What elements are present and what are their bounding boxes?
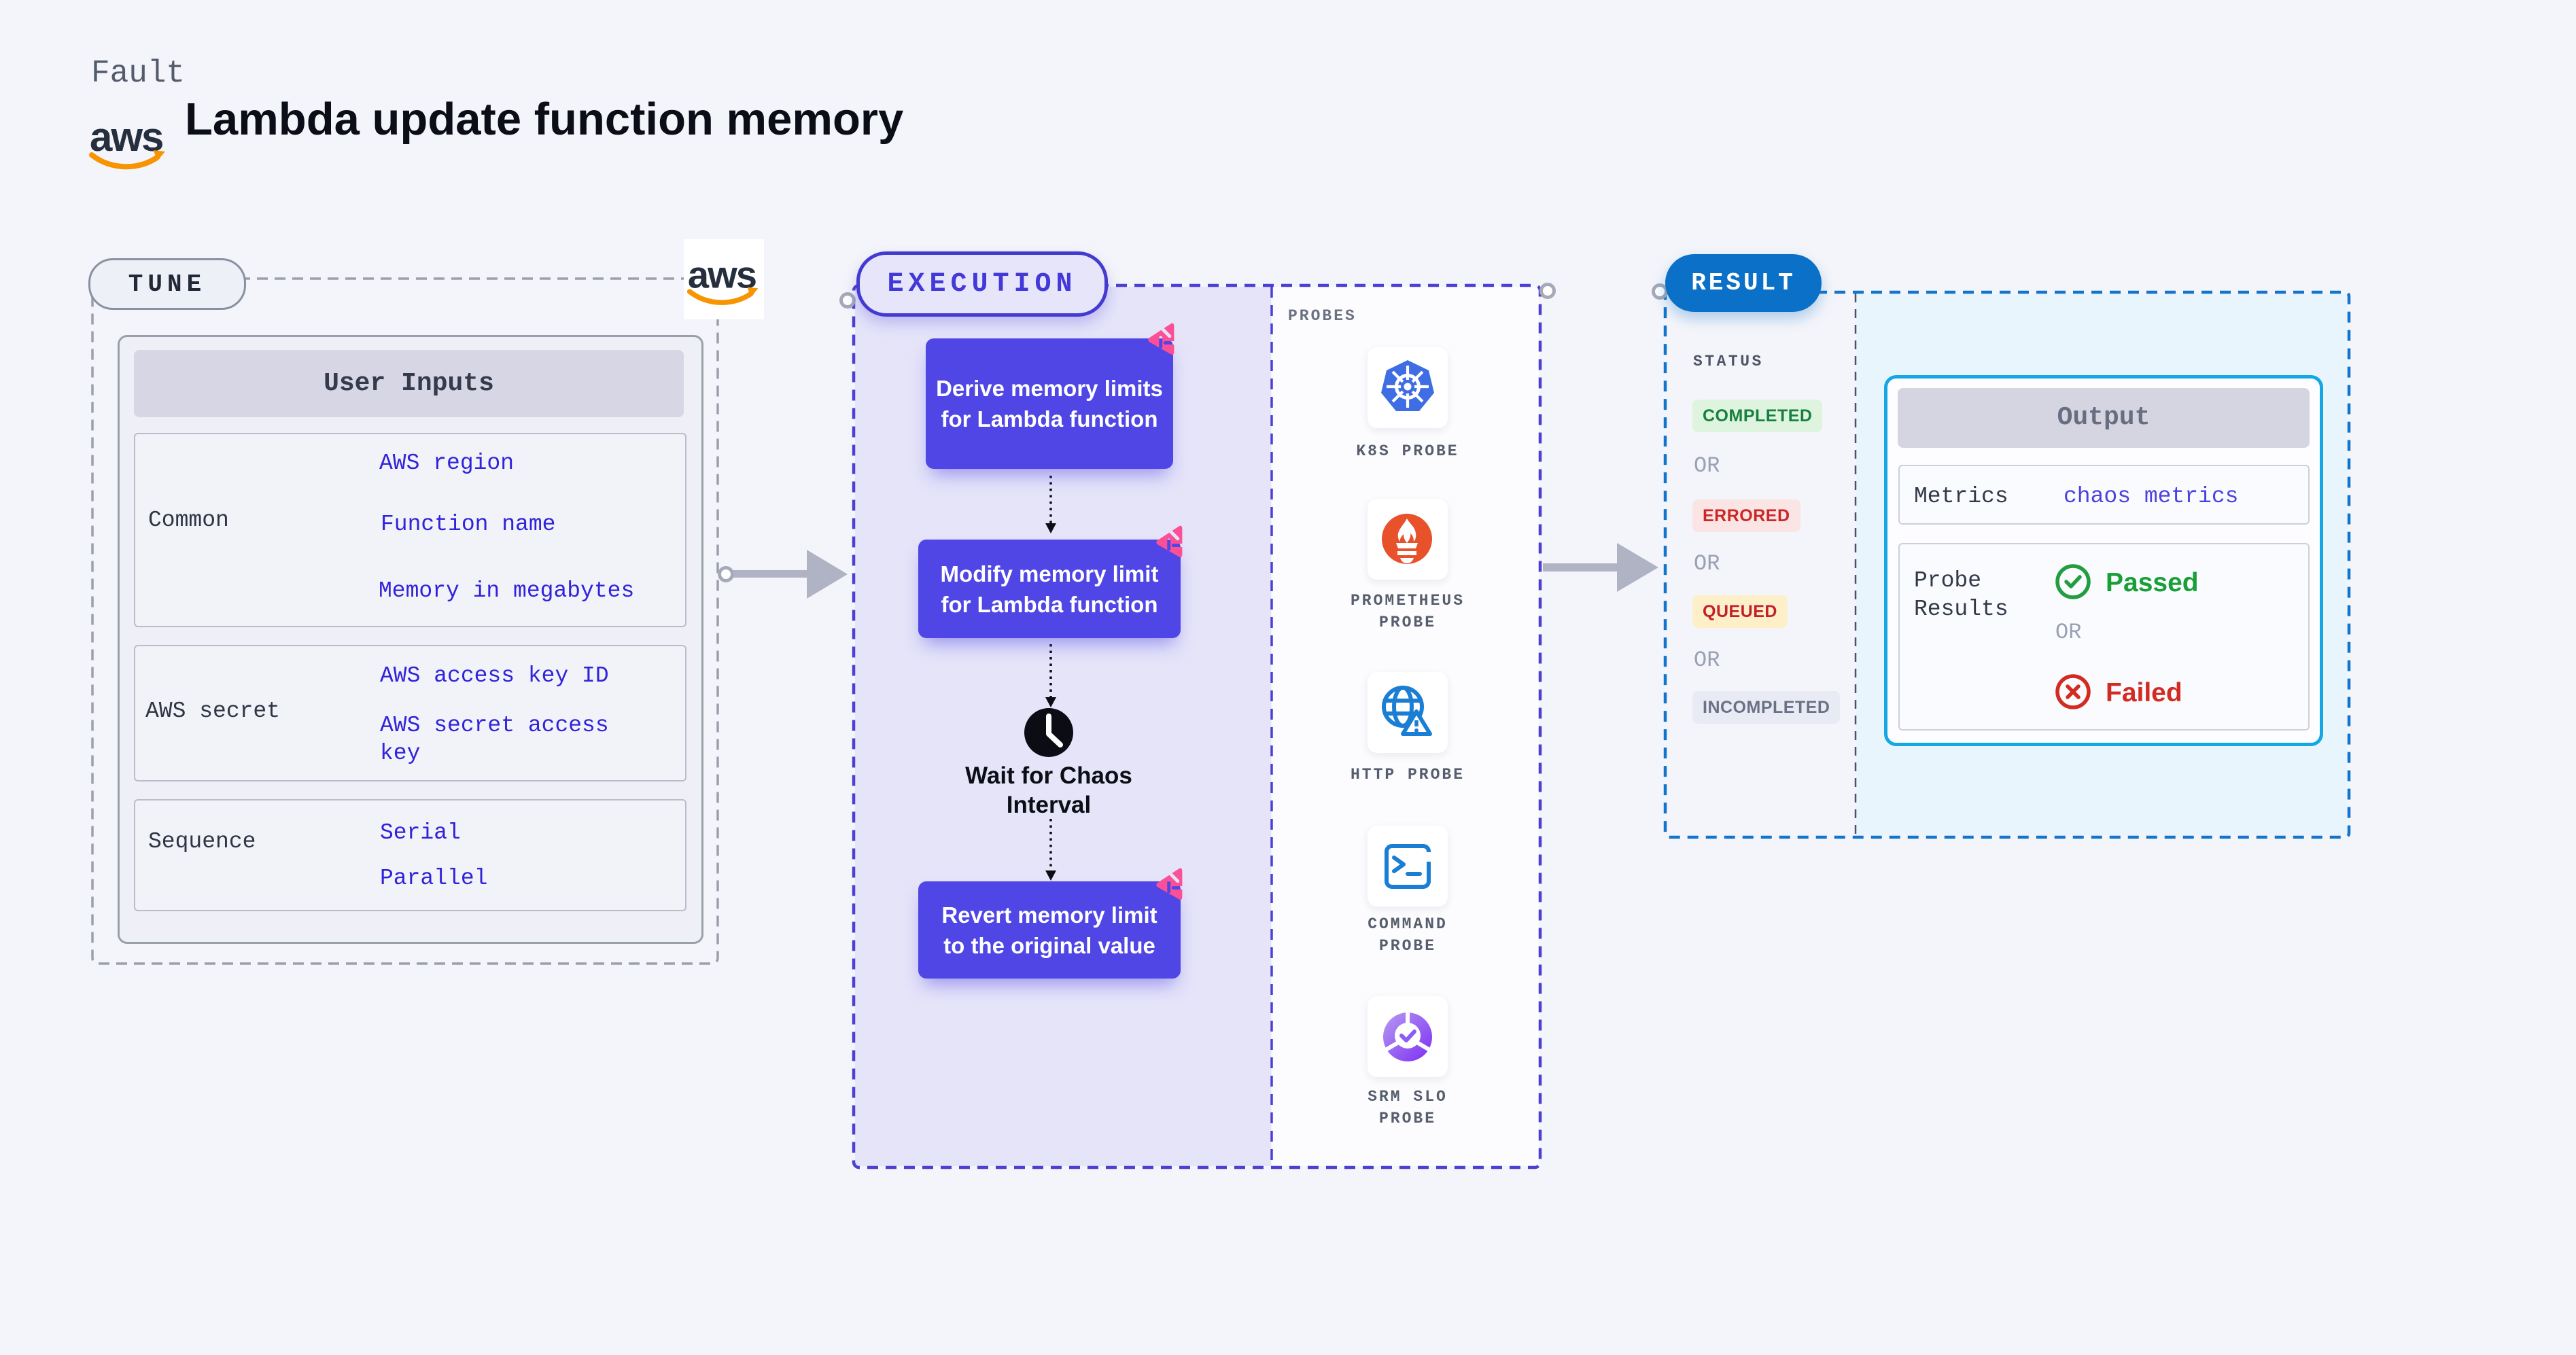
svg-text:aws: aws [90, 114, 162, 160]
svg-text:aws: aws [688, 253, 756, 296]
